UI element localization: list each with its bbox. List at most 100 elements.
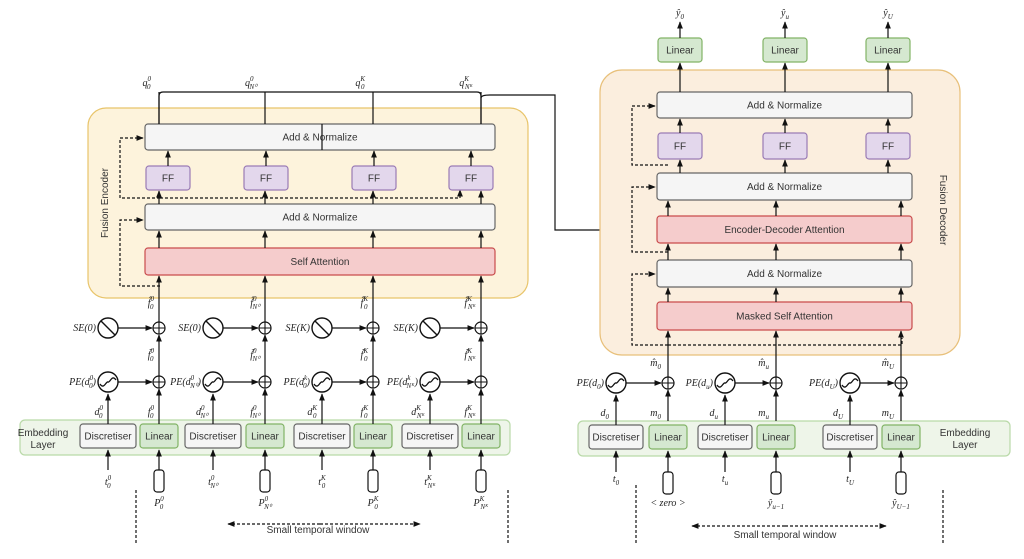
input-patch — [259, 469, 271, 493]
discretiser-box-label: Discretiser — [406, 432, 454, 443]
plus-sign — [367, 376, 379, 388]
slash-icon — [314, 320, 330, 336]
feed-forward-box-label: FF — [465, 174, 477, 185]
input-token — [895, 471, 907, 495]
feed-forward-box-label: FF — [779, 142, 791, 153]
slash-icon — [100, 320, 116, 336]
feed-forward-box-label: FF — [162, 174, 174, 185]
embedding-layer-label: Embedding — [18, 428, 69, 439]
add-normalize-top-label: Add & Normalize — [282, 133, 357, 144]
embedding-layer-label: Embedding — [940, 428, 991, 439]
plus-sign — [259, 376, 271, 388]
y-output-label: ŷ0 — [675, 8, 684, 21]
residual-connection — [668, 338, 903, 346]
input-token-label: < zero > — [650, 498, 685, 509]
add-normalize-bottom — [144, 203, 496, 231]
residual-connection — [631, 271, 668, 346]
residual-connection — [631, 103, 668, 166]
sine-wave-icon — [99, 377, 117, 387]
sine-wave-icon — [204, 377, 222, 387]
pe-label: PE(dU) — [808, 378, 839, 391]
plus-sign — [475, 322, 487, 334]
output-linear-box-label: Linear — [874, 46, 902, 57]
add-normalize-top — [144, 123, 496, 151]
input-time-label: t0 — [613, 474, 620, 487]
se-label: SE(0) — [73, 323, 96, 334]
add-normalize-bottom-label: Add & Normalize — [747, 269, 822, 280]
d-label: d0 — [601, 408, 610, 421]
slash-icon — [205, 320, 221, 336]
encoder-decoder-attention-label: Encoder-Decoder Attention — [724, 225, 844, 236]
discretiser-box-label: Discretiser — [189, 432, 237, 443]
plus-sign — [153, 322, 165, 334]
add-normalize-bottom-label: Add & Normalize — [282, 213, 357, 224]
output-linear-box-label: Linear — [666, 46, 694, 57]
sine-wave-icon — [841, 378, 859, 388]
pe-label: PE(du) — [685, 378, 714, 391]
discretiser-box-label: Discretiser — [84, 432, 132, 443]
input-token — [662, 471, 674, 495]
input-patch — [475, 469, 487, 493]
small-temporal-window-label: Small temporal window — [267, 525, 371, 536]
masked-self-attention — [656, 301, 913, 331]
small-temporal-window-label: Small temporal window — [734, 530, 838, 541]
self-attention-label: Self Attention — [291, 257, 350, 268]
input-token-label: ŷU−1 — [891, 498, 910, 511]
plus-sign — [895, 377, 907, 389]
output-linear-box-label: Linear — [771, 46, 799, 57]
input-patch — [367, 469, 379, 493]
input-token — [770, 471, 782, 495]
linear-box — [648, 424, 688, 450]
se-label: SE(K) — [286, 323, 311, 334]
fusion-encoder-title: Fusion Encoder — [100, 167, 111, 238]
fusion-decoder-title: Fusion Decoder — [937, 175, 948, 246]
m-hat-label: m̂0 — [650, 358, 661, 371]
input-token-label: ŷu−1 — [767, 498, 784, 511]
embedding-layer-label: Layer — [30, 440, 56, 451]
residual-connection — [631, 184, 668, 253]
linear-box — [756, 424, 796, 450]
m-hat-label: m̂u — [758, 358, 769, 371]
sine-wave-icon — [313, 377, 331, 387]
masked-self-attention-label: Masked Self Attention — [736, 312, 833, 323]
discretiser-box-label: Discretiser — [298, 432, 346, 443]
input-patch — [153, 469, 165, 493]
plus-sign — [475, 376, 487, 388]
y-output-label: ŷU — [882, 8, 893, 21]
sine-wave-icon — [607, 378, 625, 388]
residual-connection — [119, 135, 160, 199]
plus-sign — [662, 377, 674, 389]
linear-box — [881, 424, 921, 450]
plus-sign — [153, 376, 165, 388]
linear-box-label: Linear — [467, 432, 495, 443]
linear-box-label: Linear — [762, 433, 790, 444]
add-normalize-mid-label: Add & Normalize — [747, 182, 822, 193]
residual-connection — [119, 217, 160, 287]
discretiser-box-label: Discretiser — [592, 433, 640, 444]
add-normalize-bottom — [656, 259, 913, 288]
m-label: m0 — [650, 408, 661, 421]
